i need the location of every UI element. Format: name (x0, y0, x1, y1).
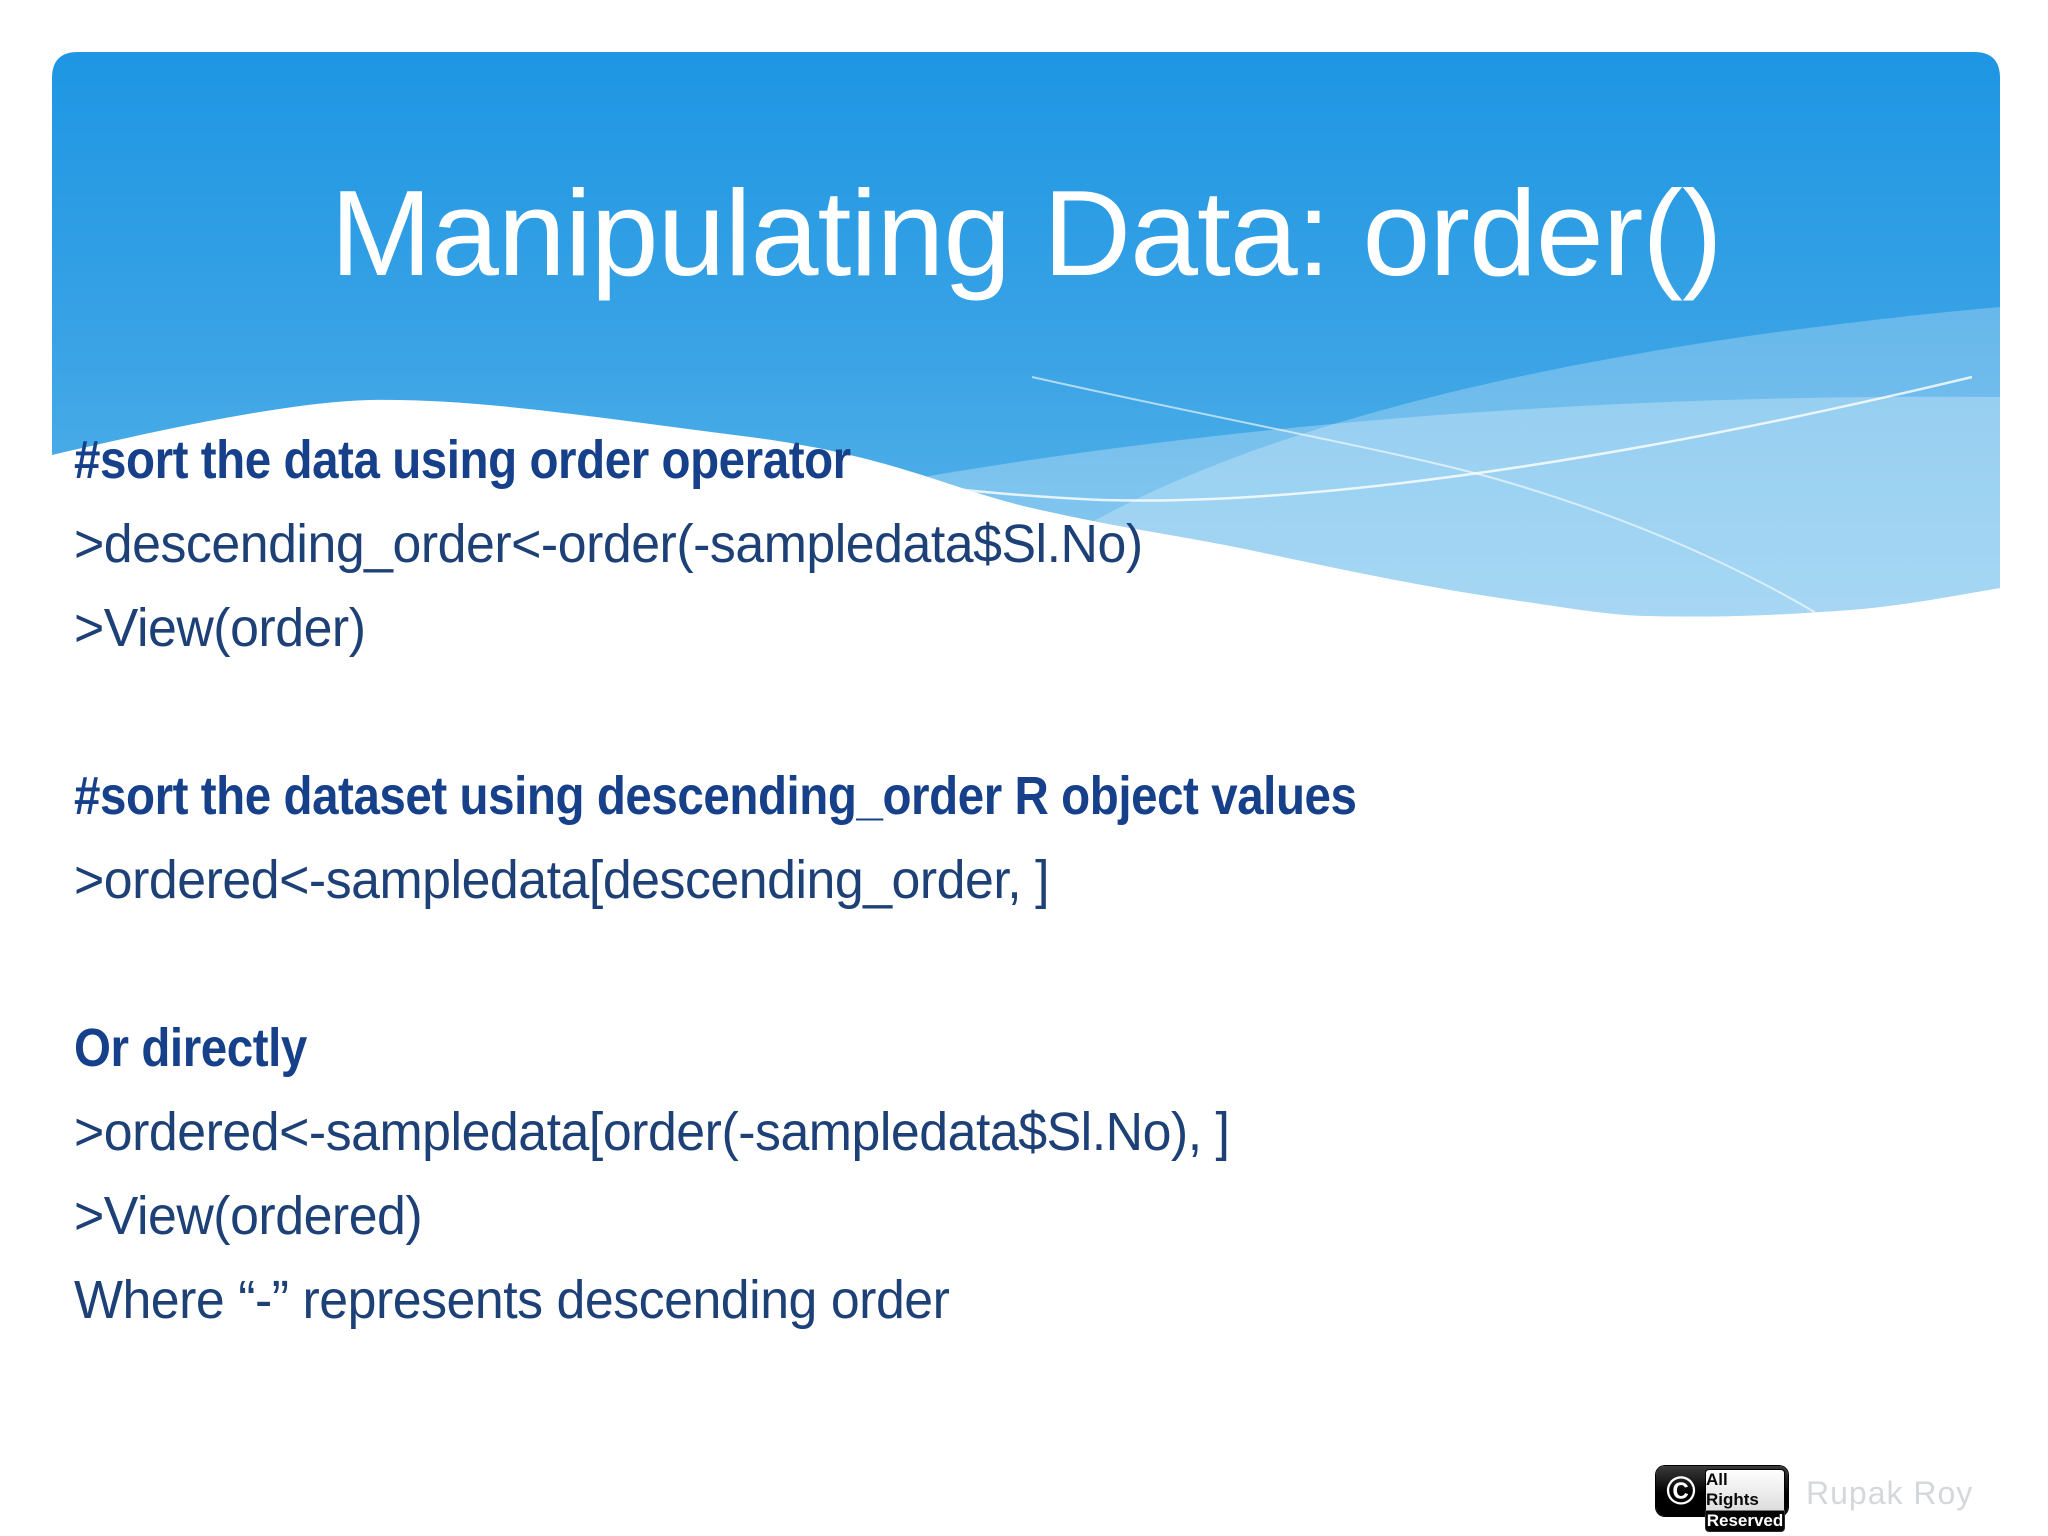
body-line-comment-2: #sort the dataset using descending_order… (74, 766, 1357, 826)
body-line-note: Where “-” represents descending order (74, 1270, 950, 1330)
body-line-blank-1 (74, 670, 2014, 754)
body-line-blank-2 (74, 922, 2014, 1006)
body-line-code-4: >ordered<-sampledata[order(-sampledata$S… (74, 1102, 1230, 1162)
body-line-code-3: >ordered<-sampledata[descending_order, ] (74, 850, 1050, 910)
header-wave-graphic (52, 52, 2000, 617)
body-line-code-2: >View(order) (74, 598, 366, 658)
copyright-icon: © (1666, 1469, 1696, 1513)
header-background-shape (52, 52, 2000, 617)
wave-band-light-2 (732, 307, 2000, 617)
body-line-comment-1: #sort the data using order operator (74, 430, 851, 490)
copyright-badge: © All Rights Reserved (1656, 1466, 1788, 1532)
slide-title: Manipulating Data: order() (330, 165, 1722, 301)
body-line-code-5: >View(ordered) (74, 1186, 423, 1246)
copyright-badge-text: All Rights Reserved (1705, 1469, 1785, 1532)
body-text-block: #sort the data using order operator >des… (74, 418, 2014, 1342)
badge-all-rights-label: All Rights (1705, 1469, 1785, 1510)
body-line-heading-3: Or directly (74, 1018, 307, 1078)
body-line-code-1: >descending_order<-order(-sampledata$Sl.… (74, 514, 1143, 574)
author-watermark: Rupak Roy (1806, 1475, 1974, 1511)
wave-hairline-2 (1031, 376, 1903, 617)
badge-reserved-label: Reserved (1705, 1510, 1785, 1532)
